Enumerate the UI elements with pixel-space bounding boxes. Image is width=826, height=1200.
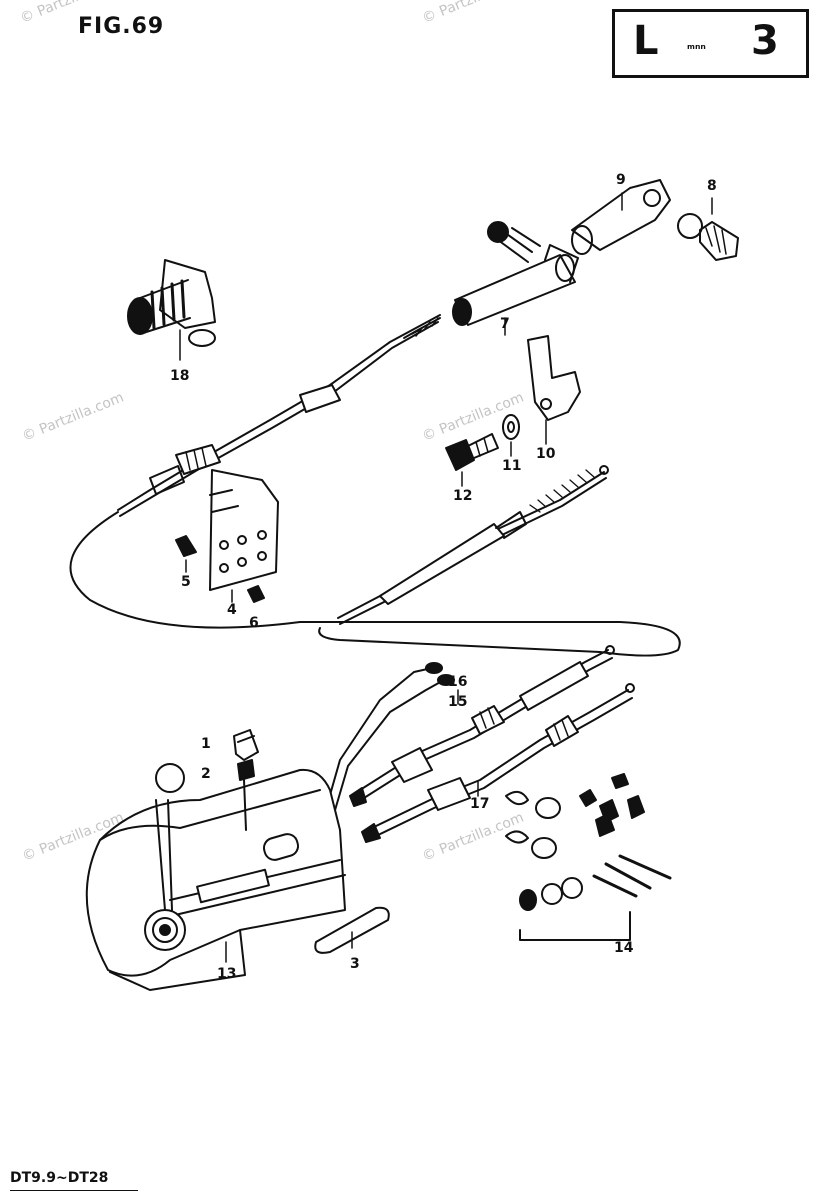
model-code-separator: ₘₙₙ xyxy=(687,38,706,52)
model-code-letter: L xyxy=(633,18,659,64)
callout-12: 12 xyxy=(453,488,473,504)
part-6-nut xyxy=(247,585,265,603)
callout-2: 2 xyxy=(201,766,211,782)
callout-5: 5 xyxy=(181,574,191,590)
model-code-box: L ₘₙₙ 3 xyxy=(612,9,809,78)
part-2-switch xyxy=(237,759,255,831)
model-code-number: 3 xyxy=(751,18,779,64)
part-1-knob xyxy=(233,729,259,761)
figure-label: FIG.69 xyxy=(78,14,165,39)
part-11-washer xyxy=(502,414,520,457)
callout-11: 11 xyxy=(502,458,522,474)
callout-15: 15 xyxy=(448,694,468,710)
callout-1: 1 xyxy=(201,736,211,752)
main-cable xyxy=(69,314,681,657)
part-12-bolt xyxy=(445,433,499,487)
model-range-label: DT9.9~DT28 xyxy=(10,1170,109,1186)
part-15-shift-cable xyxy=(349,645,615,807)
part-4-mounting-plate xyxy=(209,469,279,603)
part-14-hardware-kit xyxy=(505,773,672,941)
callout-18: 18 xyxy=(170,368,190,384)
callout-4: 4 xyxy=(227,602,237,618)
footer-divider xyxy=(10,1190,138,1191)
part-18-cable-holder xyxy=(127,259,216,361)
part-17-throttle-cable xyxy=(361,683,635,843)
callout-8: 8 xyxy=(707,178,717,194)
part-9-cable-end xyxy=(571,179,671,255)
part-16-lead-wire xyxy=(319,662,455,835)
part-5-screw xyxy=(175,535,197,573)
part-3-grip xyxy=(314,906,390,954)
callout-14: 14 xyxy=(614,940,634,956)
part-8-ball-joint xyxy=(677,197,739,261)
callout-6: 6 xyxy=(249,615,259,631)
part-7-cable-joint xyxy=(452,221,579,336)
callout-17: 17 xyxy=(470,796,490,812)
callout-16: 16 xyxy=(448,674,468,690)
part-10-bracket xyxy=(527,335,581,445)
callout-3: 3 xyxy=(350,956,360,972)
part-13-remote-control-box xyxy=(85,763,346,991)
callout-13: 13 xyxy=(217,966,237,982)
callout-9: 9 xyxy=(616,172,626,188)
callout-10: 10 xyxy=(536,446,556,462)
throttle-cable xyxy=(337,465,609,625)
callout-7: 7 xyxy=(500,316,510,332)
